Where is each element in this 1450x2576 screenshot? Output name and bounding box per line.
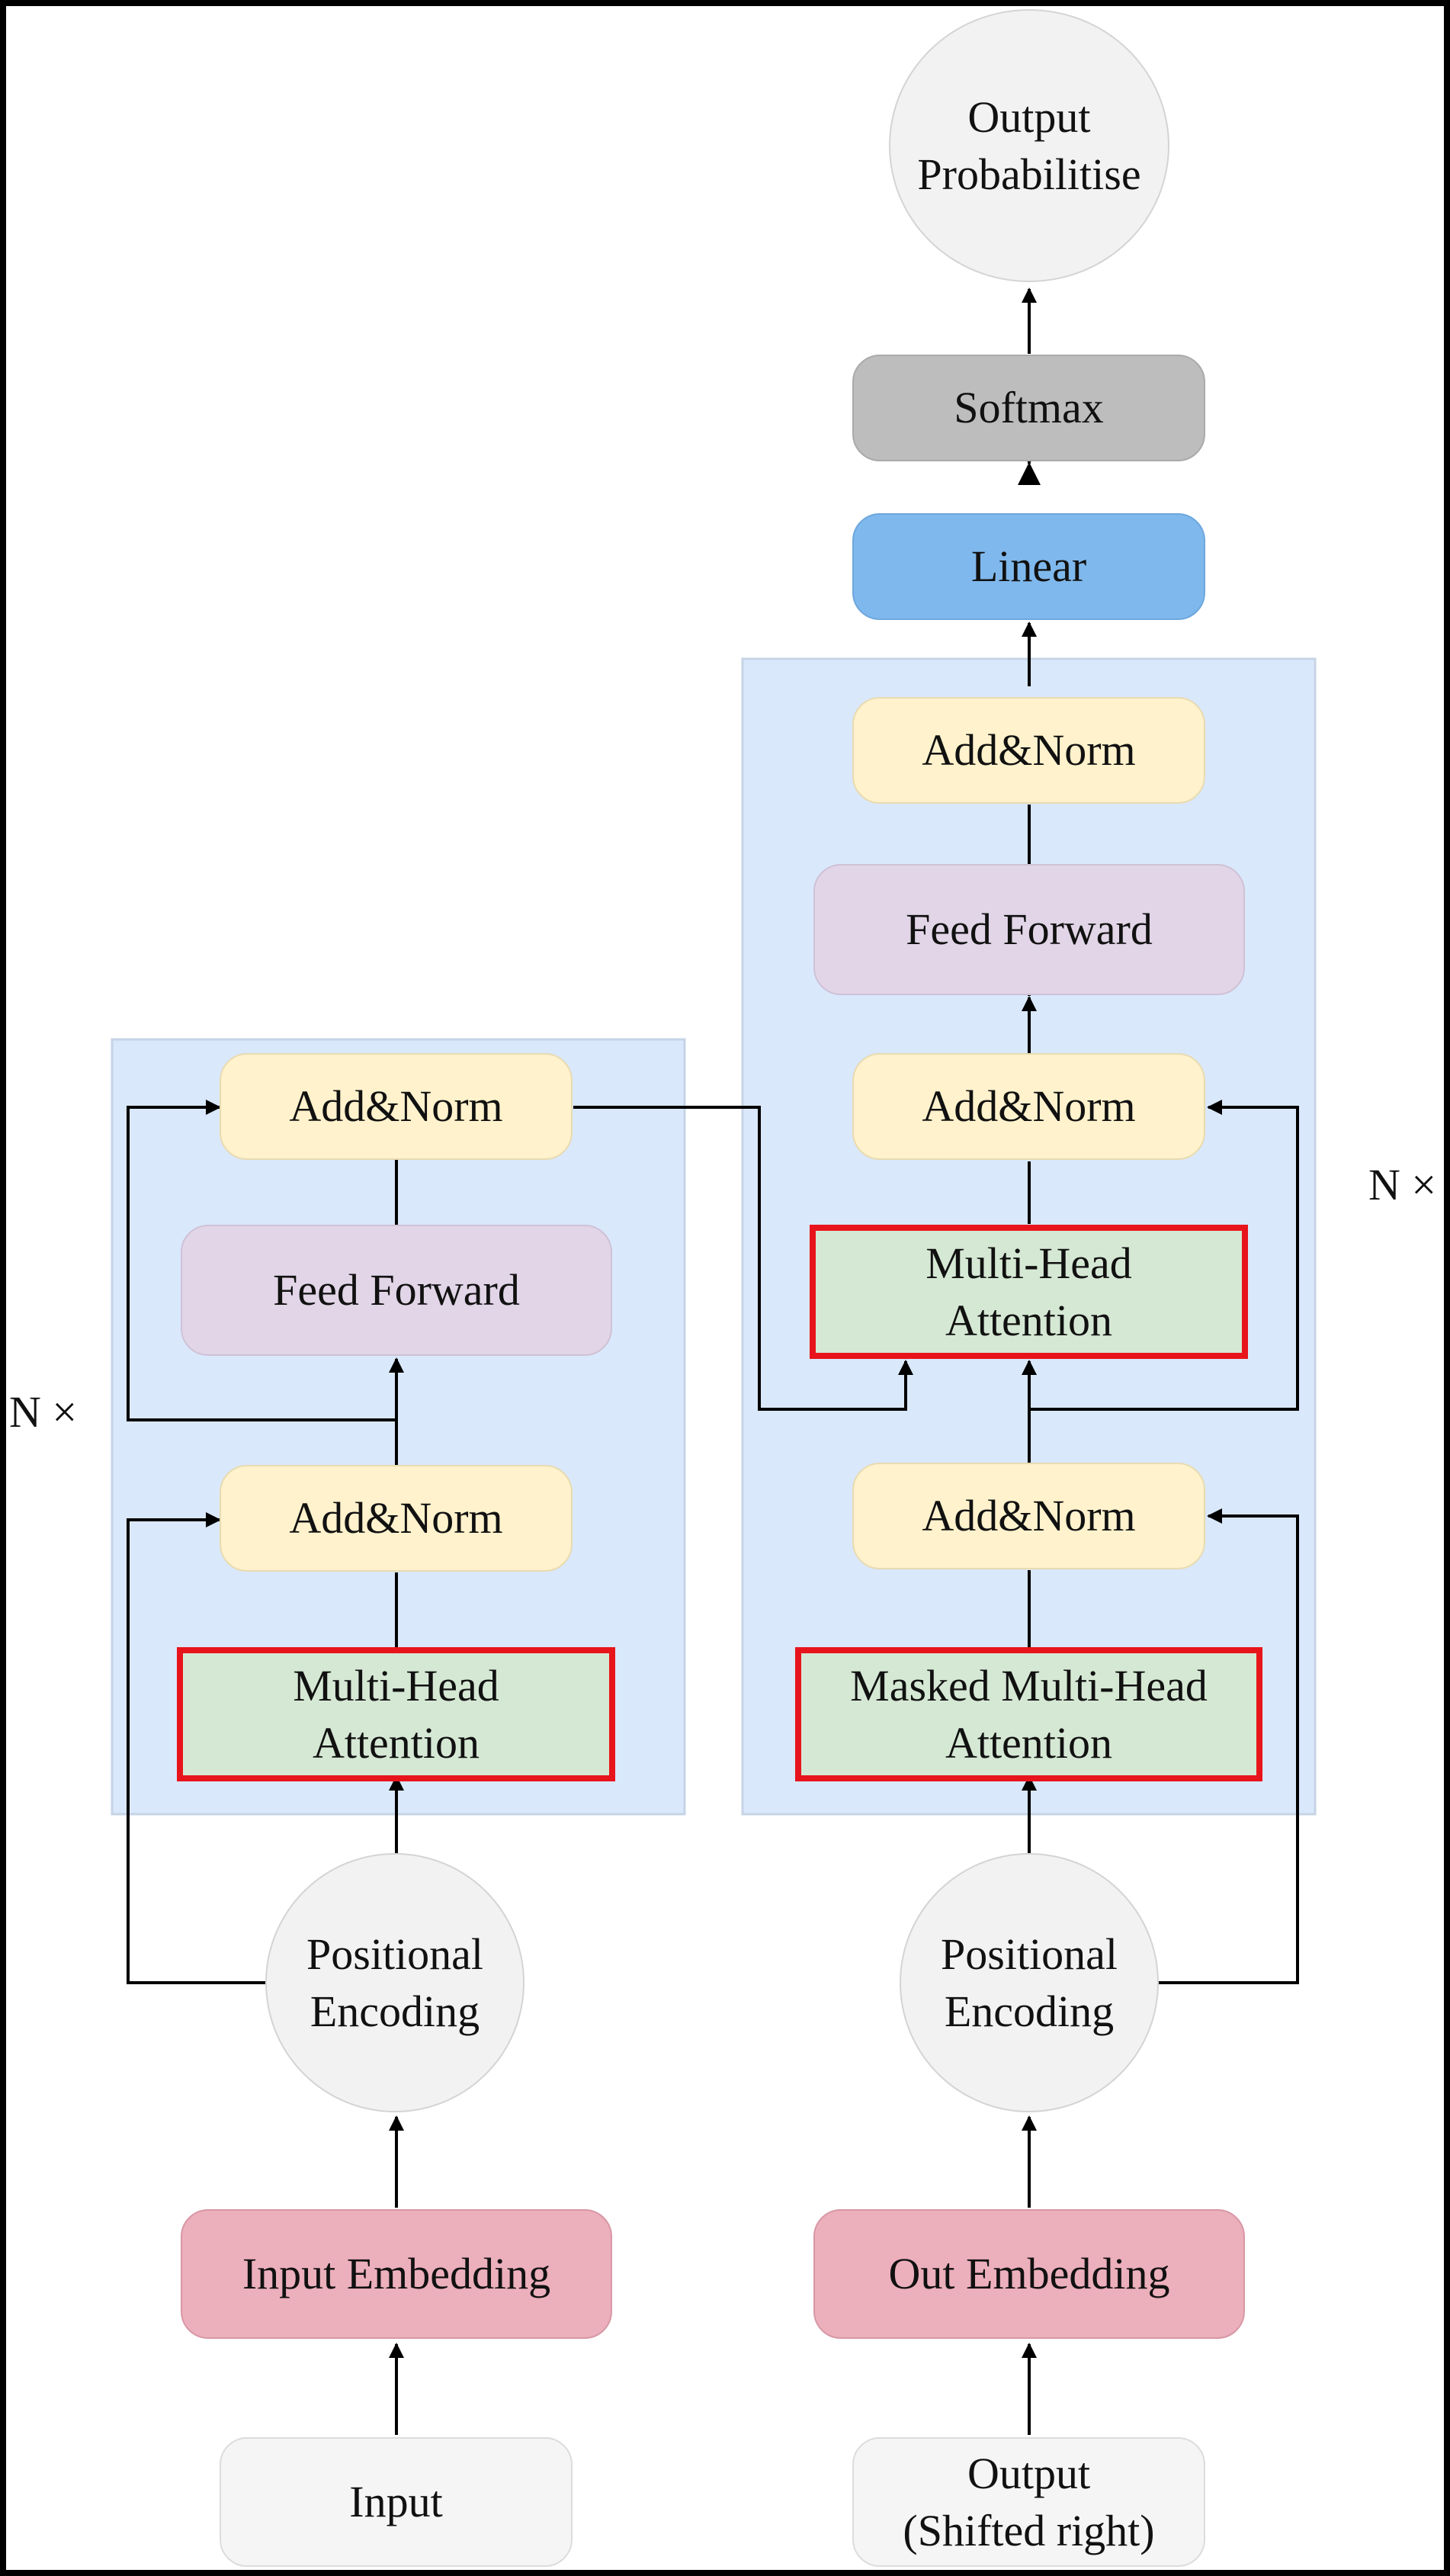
encoder-input-node: Input [220,2437,573,2567]
encoder-to-decoder-connection [573,1106,913,1411]
encoder-add-norm-1-node: Add&Norm [220,1465,573,1572]
arrowhead-to-softmax [1018,462,1041,485]
encoder-residual-2 [127,1100,396,1421]
decoder-masked-multi-head-attention-node: Masked Multi-Head Attention [795,1647,1262,1781]
decoder-feed-forward-node: Feed Forward [813,864,1245,995]
softmax-node: Softmax [852,355,1205,461]
decoder-add-norm-3-node: Add&Norm [852,697,1205,804]
encoder-feed-forward-node: Feed Forward [181,1225,612,1356]
decoder-repeat-label: N × [1368,1160,1437,1209]
decoder-add-norm-1-node: Add&Norm [852,1463,1205,1569]
encoder-residual-1 [127,1512,265,1984]
decoder-output-shifted-node: Output (Shifted right) [852,2437,1205,2567]
decoder-residual-1 [1157,1508,1299,1984]
input-embedding-node: Input Embedding [181,2209,612,2339]
encoder-add-norm-2-node: Add&Norm [220,1053,573,1160]
encoder-positional-encoding-node: Positional Encoding [265,1853,525,2112]
encoder-multi-head-attention-node: Multi-Head Attention [177,1647,615,1781]
output-probabilities-node: Output Probabilitise [889,9,1169,282]
decoder-add-norm-2-node: Add&Norm [852,1053,1205,1160]
decoder-multi-head-attention-node: Multi-Head Attention [810,1225,1248,1359]
encoder-repeat-label: N × [9,1387,78,1437]
linear-node: Linear [852,513,1205,620]
out-embedding-node: Out Embedding [813,2209,1245,2339]
connectors [127,287,1299,2435]
decoder-positional-encoding-node: Positional Encoding [900,1853,1159,2112]
decoder-residual-2 [1029,1100,1299,1411]
